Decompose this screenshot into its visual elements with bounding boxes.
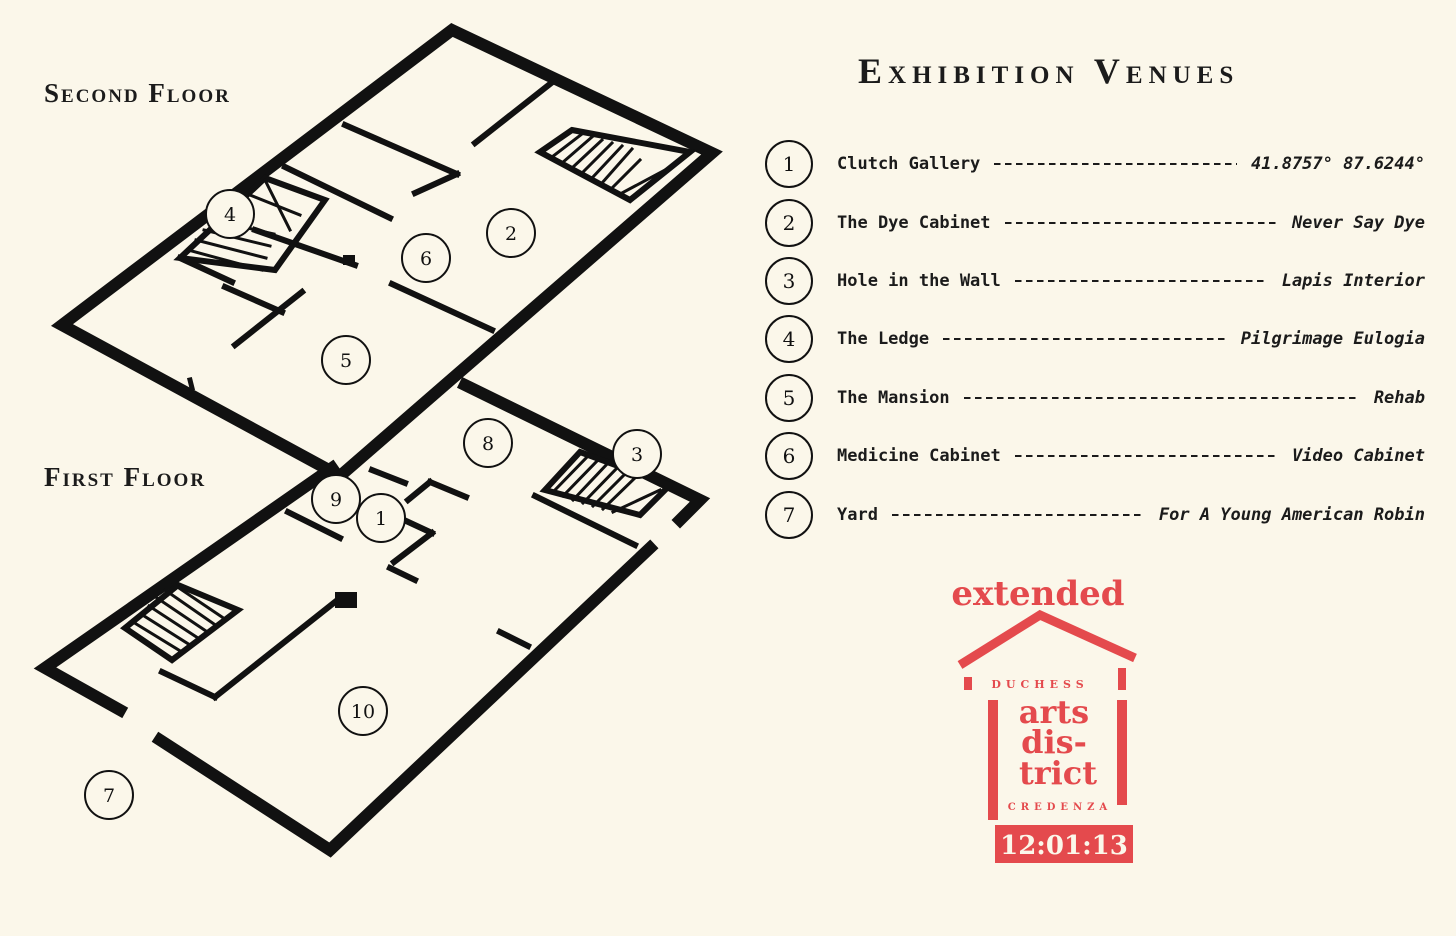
- wall: [389, 528, 437, 567]
- room-marker-2[interactable]: 2: [486, 208, 536, 258]
- room-marker-4[interactable]: 4: [205, 189, 255, 239]
- svg-text:DUCHESS: DUCHESS: [991, 678, 1088, 691]
- first-floor-outer-wall: [151, 539, 659, 858]
- wall: [368, 466, 409, 487]
- svg-text:4: 4: [224, 204, 236, 226]
- venue-item[interactable]: 7 Yard For A Young American Robin: [765, 485, 1425, 543]
- venue-number: 7: [765, 490, 813, 539]
- wall: [530, 491, 640, 550]
- svg-text:9: 9: [330, 489, 342, 511]
- wall: [251, 226, 359, 269]
- svg-text:3: 3: [631, 444, 643, 466]
- dashed-leader: [1014, 455, 1278, 458]
- venue-item[interactable]: 6 Medicine Cabinet Video Cabinet: [765, 427, 1425, 485]
- svg-text:8: 8: [482, 433, 494, 455]
- venue-item[interactable]: 1 Clutch Gallery 41.8757° 87.6244°: [765, 135, 1425, 193]
- venue-name: Clutch Gallery: [837, 154, 981, 175]
- stairs: [534, 126, 697, 204]
- wall: [230, 287, 307, 350]
- venue-artwork: 41.8757° 87.6244°: [1251, 154, 1425, 175]
- svg-text:dis-: dis-: [1021, 723, 1087, 761]
- venues-title: Exhibition Venues: [858, 51, 1240, 91]
- dashed-leader: [1014, 279, 1268, 282]
- room-marker-6[interactable]: 6: [401, 233, 451, 283]
- wall: [280, 162, 395, 223]
- dashed-leader: [1004, 221, 1278, 224]
- venue-list: 1 Clutch Gallery 41.8757° 87.6244° 2 The…: [765, 135, 1425, 544]
- svg-text:arts: arts: [1019, 693, 1089, 731]
- venue-number: 6: [765, 432, 813, 481]
- svg-text:5: 5: [340, 350, 352, 372]
- room-marker-8[interactable]: 8: [463, 418, 513, 468]
- svg-text:7: 7: [103, 785, 115, 807]
- arts-district-stamp-logo: extended DUCHESS arts dis- trict CREDENZ…: [951, 574, 1137, 863]
- wall: [341, 121, 461, 178]
- svg-text:CREDENZA: CREDENZA: [1008, 802, 1112, 813]
- first-floor-outer-wall: [456, 376, 711, 529]
- wall: [495, 627, 533, 651]
- venue-number: 3: [765, 256, 813, 305]
- room-marker-7[interactable]: 7: [84, 770, 134, 820]
- venue-item[interactable]: 5 The Mansion Rehab: [765, 369, 1425, 427]
- dashed-leader: [994, 163, 1237, 166]
- venue-name: Medicine Cabinet: [837, 446, 1001, 467]
- venue-number: 4: [765, 315, 813, 364]
- svg-text:extended: extended: [951, 574, 1124, 614]
- dashed-leader: [891, 513, 1145, 516]
- wall: [403, 477, 435, 505]
- venue-name: The Dye Cabinet: [837, 212, 991, 233]
- svg-text:trict: trict: [1019, 754, 1097, 792]
- wall: [283, 507, 345, 543]
- first-floor-label: First Floor: [44, 462, 207, 492]
- first-floor-plan: [33, 376, 711, 858]
- room-marker-9[interactable]: 9: [311, 474, 361, 524]
- venue-artwork: Pilgrimage Eulogia: [1240, 329, 1425, 350]
- wall: [186, 376, 196, 392]
- venue-name: The Ledge: [837, 329, 930, 350]
- room-marker-3[interactable]: 3: [612, 429, 662, 479]
- venue-artwork: Video Cabinet: [1291, 446, 1425, 467]
- venue-item[interactable]: 3 Hole in the Wall Lapis Interior: [765, 252, 1425, 310]
- svg-text:1: 1: [375, 508, 387, 530]
- second-floor-label: Second Floor: [44, 78, 231, 108]
- venue-item[interactable]: 4 The Ledge Pilgrimage Eulogia: [765, 310, 1425, 368]
- venue-artwork: Lapis Interior: [1281, 270, 1425, 291]
- venue-number: 5: [765, 373, 813, 422]
- first-floor-outer-wall: [33, 459, 341, 719]
- venue-artwork: Rehab: [1373, 387, 1425, 408]
- wall: [426, 478, 470, 501]
- venue-number: 1: [765, 140, 813, 189]
- wall: [388, 280, 496, 334]
- wall: [221, 283, 286, 316]
- svg-text:12:01:13: 12:01:13: [1000, 831, 1128, 861]
- svg-text:6: 6: [420, 248, 432, 270]
- wall: [385, 563, 420, 585]
- wall: [470, 79, 555, 148]
- wall: [400, 516, 436, 537]
- venue-item[interactable]: 2 The Dye Cabinet Never Say Dye: [765, 193, 1425, 251]
- room-marker-10[interactable]: 10: [338, 686, 388, 736]
- dashed-leader: [943, 338, 1227, 341]
- svg-text:2: 2: [505, 223, 517, 245]
- room-marker-5[interactable]: 5: [321, 335, 371, 385]
- wall: [210, 593, 345, 702]
- venue-name: Hole in the Wall: [837, 270, 1001, 291]
- venue-name: The Mansion: [837, 387, 950, 408]
- venue-name: Yard: [837, 504, 878, 525]
- venue-artwork: For A Young American Robin: [1158, 504, 1425, 525]
- venue-number: 2: [765, 198, 813, 247]
- svg-text:10: 10: [351, 701, 375, 723]
- venue-artwork: Never Say Dye: [1291, 212, 1425, 233]
- room-marker-1[interactable]: 1: [356, 493, 406, 543]
- wall: [158, 668, 219, 701]
- room-markers: 4 2 6 5 8 3 9: [84, 189, 662, 820]
- wall: [411, 170, 461, 197]
- dashed-leader: [963, 396, 1360, 399]
